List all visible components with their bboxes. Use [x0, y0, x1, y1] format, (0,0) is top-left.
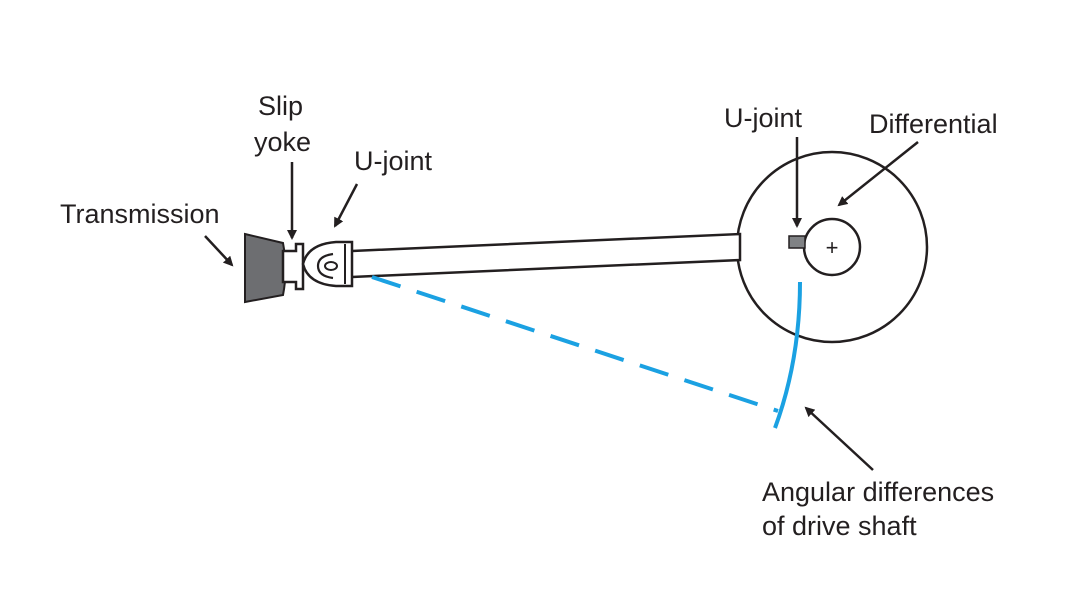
front-ujoint-bearing	[324, 261, 338, 271]
differential-label: Differential	[869, 109, 998, 139]
differential-arrow	[837, 141, 919, 207]
angular-difference-arc	[773, 281, 802, 429]
angular-differences-label-line2: of drive shaft	[762, 511, 917, 541]
transmission-label: Transmission	[60, 199, 220, 229]
front-ujoint-label: U-joint	[354, 146, 433, 176]
differential-plus-symbol: +	[826, 235, 839, 260]
slip-yoke-label-line2: yoke	[254, 127, 311, 157]
angular-difference-dashed-line	[371, 275, 779, 413]
front-ujoint-arrow	[333, 183, 359, 228]
drive-shaft	[351, 232, 742, 279]
rear-ujoint-label: U-joint	[724, 103, 803, 133]
rear-ujoint-block	[788, 235, 806, 249]
slip-yoke-label-line1: Slip	[258, 91, 303, 121]
front-ujoint-cross	[316, 252, 334, 280]
slip-yoke	[281, 242, 305, 291]
transmission-housing	[244, 232, 287, 304]
angular-difference-arrow	[804, 406, 874, 471]
transmission-arrow	[204, 235, 234, 267]
angular-differences-label-line1: Angular differences	[762, 477, 994, 507]
